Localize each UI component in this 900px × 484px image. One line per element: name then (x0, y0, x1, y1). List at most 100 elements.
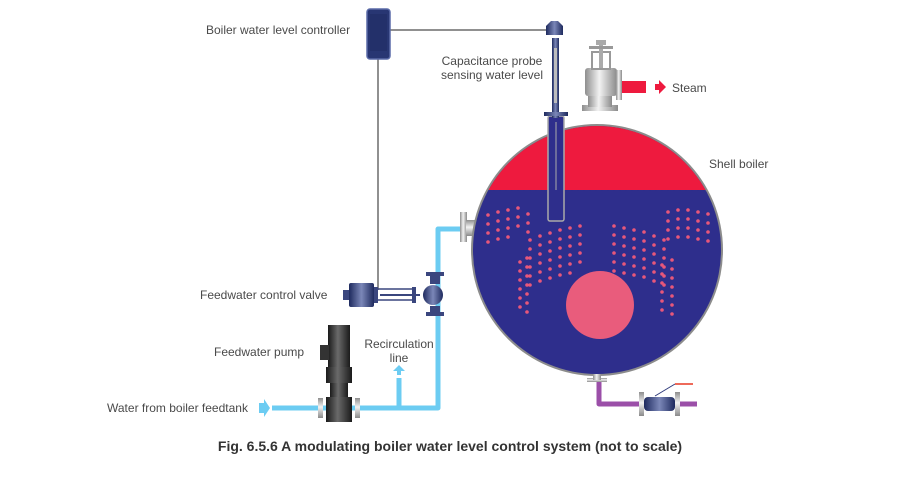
label-feed-valve: Feedwater control valve (200, 288, 328, 302)
label-recirc-line2: line (389, 351, 409, 365)
bubble (528, 256, 532, 260)
bubble (660, 308, 664, 312)
bubble (632, 273, 636, 277)
bubble (506, 235, 510, 239)
recirculation-arrow (393, 365, 405, 375)
steam-arrow (655, 80, 666, 94)
bubble (578, 224, 582, 228)
bubble (612, 260, 616, 264)
bubble (516, 224, 520, 228)
bubble (528, 283, 532, 287)
bubble (578, 251, 582, 255)
bubble (662, 247, 666, 251)
bubble (486, 222, 490, 226)
bubble (676, 235, 680, 239)
bubble (548, 267, 552, 271)
bubble (568, 253, 572, 257)
bubble (525, 283, 529, 287)
bubble (632, 264, 636, 268)
bubble (525, 301, 529, 305)
bubble (568, 226, 572, 230)
bubble (528, 265, 532, 269)
bubble (642, 239, 646, 243)
bubble (676, 226, 680, 230)
furnace-tube (566, 271, 634, 339)
bubble (642, 248, 646, 252)
bubble (666, 210, 670, 214)
bubble (642, 257, 646, 261)
label-steam: Steam (672, 81, 707, 95)
bubble (670, 267, 674, 271)
bubble (706, 239, 710, 243)
bubble (548, 276, 552, 280)
bubble (526, 230, 530, 234)
bubble (686, 226, 690, 230)
bubble (548, 240, 552, 244)
label-shell-boiler: Shell boiler (709, 157, 769, 171)
feedwater-control-valve (343, 272, 444, 316)
bubble (496, 228, 500, 232)
label-probe-line1: Capacitance probe (441, 54, 543, 68)
bubble (568, 235, 572, 239)
bubble (612, 242, 616, 246)
bubble (568, 244, 572, 248)
steam-stop-valve (582, 40, 622, 111)
bubble (538, 279, 542, 283)
bubble (662, 256, 666, 260)
bubble (558, 237, 562, 241)
bubble (676, 208, 680, 212)
bubble (568, 262, 572, 266)
bubble (506, 217, 510, 221)
bubble (548, 231, 552, 235)
bubble (496, 237, 500, 241)
bubble (652, 270, 656, 274)
label-water-in: Water from boiler feedtank (107, 401, 248, 415)
bubble (662, 238, 666, 242)
water-in-arrow (259, 399, 270, 417)
bubble (666, 219, 670, 223)
bubble (670, 276, 674, 280)
bubble (528, 274, 532, 278)
bubble (686, 235, 690, 239)
bubble (518, 296, 522, 300)
bubble (696, 210, 700, 214)
label-probe-line2: sensing water level (440, 68, 544, 82)
bubble (660, 299, 664, 303)
bubble (670, 294, 674, 298)
level-controller (366, 8, 391, 60)
bubble (486, 240, 490, 244)
label-recirculation: Recirculation line (358, 337, 440, 365)
steam-bubbles (486, 206, 710, 316)
bubble (696, 237, 700, 241)
bubble (518, 260, 522, 264)
bubble (622, 271, 626, 275)
label-probe: Capacitance probe sensing water level (437, 54, 547, 82)
bubble (632, 255, 636, 259)
feed-inlet-flange (460, 212, 475, 242)
bubble (525, 274, 529, 278)
blowdown-valve (639, 383, 693, 416)
bubble (632, 246, 636, 250)
feedwater-pump (318, 325, 360, 422)
bubble (486, 213, 490, 217)
bubble (526, 221, 530, 225)
bubble (558, 273, 562, 277)
bubble (670, 258, 674, 262)
bubble (568, 271, 572, 275)
bubble (612, 269, 616, 273)
bubble (670, 312, 674, 316)
bubble (612, 251, 616, 255)
bubble (578, 233, 582, 237)
bubble (516, 206, 520, 210)
bubble (660, 263, 664, 267)
bubble (538, 270, 542, 274)
bubble (642, 230, 646, 234)
bubble (518, 278, 522, 282)
bubble (666, 228, 670, 232)
bubble (642, 266, 646, 270)
bubble (706, 221, 710, 225)
bubble (696, 219, 700, 223)
bubble (642, 275, 646, 279)
bubble (660, 272, 664, 276)
